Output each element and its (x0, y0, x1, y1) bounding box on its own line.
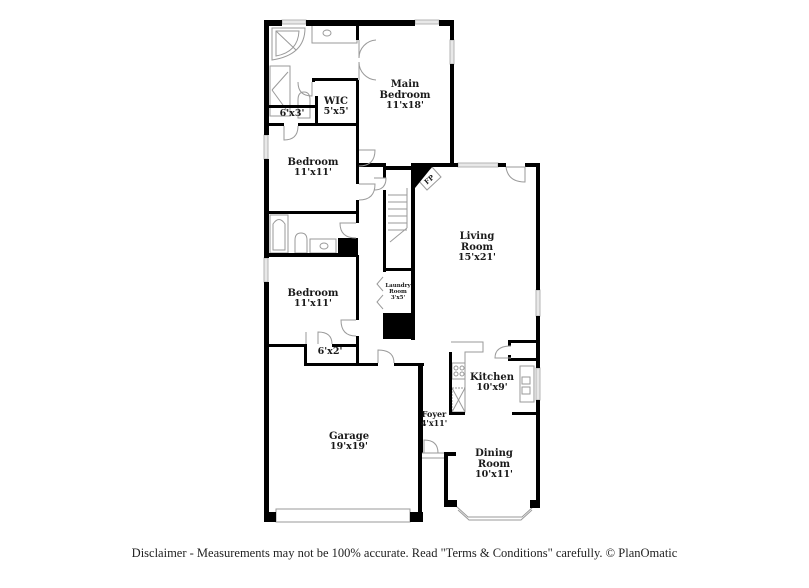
room-dimensions: 11'x18' (386, 100, 424, 111)
room-foyer: Foyer 4'x11' (421, 410, 447, 428)
walls (264, 20, 540, 522)
room-name: WIC (324, 96, 348, 107)
room-main-bedroom: Main Bedroom 11'x18' (380, 79, 431, 111)
room-dimensions: 11'x11' (294, 298, 332, 309)
room-name: Foyer (421, 409, 447, 419)
room-name: Bedroom (379, 90, 431, 101)
fireplace-icon (411, 167, 432, 188)
room-name: Dining (475, 448, 513, 459)
sink-counter-icon (519, 365, 535, 403)
room-name: Living (459, 231, 495, 242)
room-kitchen: Kitchen 10'x9' (470, 372, 514, 393)
room-laundry: Laundry Room 3'x5' (385, 283, 410, 301)
doors (283, 39, 526, 459)
room-dimensions: 10'x9' (476, 382, 508, 393)
vanity-icon (311, 24, 358, 44)
room-closet-6x2: 6'x2' (317, 346, 343, 357)
shower-stall-icon (269, 65, 291, 117)
toilet-icon (297, 91, 311, 119)
windows (263, 19, 541, 401)
room-living-room: Living Room 15'x21' (458, 231, 496, 263)
toilet-icon-2 (294, 232, 308, 254)
room-name: Kitchen (469, 372, 515, 383)
room-garage: Garage 19'x19' (329, 431, 369, 452)
stairs-icon (388, 188, 408, 243)
room-closet-6x3: 6'x3' (279, 108, 305, 119)
sink-icon (521, 376, 531, 385)
room-dimensions: 15'x21' (458, 252, 496, 263)
room-name: Garage (328, 431, 370, 442)
room-dimensions: 3'x5' (390, 295, 406, 302)
room-wic: WIC 5'x5' (324, 96, 349, 117)
room-bedroom-1: Bedroom 11'x11' (288, 157, 339, 178)
room-name: Main (390, 79, 420, 90)
room-name: Bedroom (287, 157, 339, 168)
room-dimensions: 10'x11' (475, 469, 513, 480)
corner-shower-icon (271, 27, 306, 61)
room-dining-room: Dining Room 10'x11' (475, 448, 513, 480)
bay-window-icon (455, 505, 535, 518)
room-name: Laundry (385, 283, 411, 289)
room-dimensions: 6'x2' (317, 346, 343, 357)
room-name: Room (477, 459, 511, 470)
room-dimensions: 5'x5' (323, 106, 349, 117)
room-dimensions: 4'x11' (420, 417, 448, 428)
room-dimensions: 11'x11' (294, 167, 332, 178)
room-name: Bedroom (287, 288, 339, 299)
room-dimensions: 6'x3' (279, 108, 305, 119)
room-name: Room (460, 242, 494, 253)
garage-door-icon (275, 508, 411, 523)
disclaimer-text: Disclaimer - Measurements may not be 100… (131, 546, 678, 560)
vanity-icon-2 (309, 238, 337, 254)
stove-icon (451, 362, 466, 380)
room-dimensions: 19'x19' (330, 441, 368, 452)
room-name: Room (389, 289, 407, 296)
room-bedroom-2: Bedroom 11'x11' (288, 288, 339, 309)
